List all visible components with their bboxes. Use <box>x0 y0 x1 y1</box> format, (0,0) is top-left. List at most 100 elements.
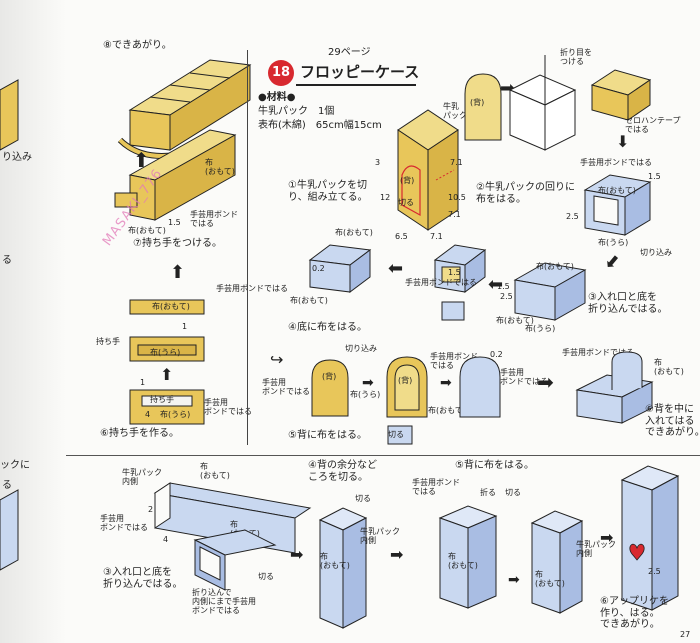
bottom-step3-label: ③入れ口と底を 折り込んではる。 <box>103 567 183 590</box>
dim-10-5: 10.5 <box>448 193 466 202</box>
handle-piece-illustration <box>129 389 205 425</box>
back-label-2: (背) <box>470 98 485 107</box>
bottom-step4-label: ④背の余分など ころを切る。 <box>308 460 377 483</box>
cut-piece-illustration <box>441 301 465 321</box>
bottom-step6-label: ⑥アップリケを 作り、はる。 できあがり。 <box>600 596 669 630</box>
fabric-omote-label-2: 布(おもて) <box>128 226 166 235</box>
box-tape-illustration <box>590 69 652 121</box>
fabric-omote-b5: 布 (おもて) <box>535 570 565 589</box>
fabric-omote-label-top5: 布(おもて) <box>290 296 328 305</box>
carton-back-folded-illustration <box>530 510 584 614</box>
back-fabric-illustration <box>386 356 428 418</box>
project-number-badge: 18 <box>268 60 294 86</box>
dim-3: 3 <box>375 158 381 167</box>
fabric-omote-label-1: 布 (おもて) <box>205 158 235 177</box>
dim-02b: 0.2 <box>490 350 503 359</box>
milk-inner-b2: 牛乳パック 内側 <box>360 527 400 546</box>
step8-label: ⑧できあがり。 <box>103 40 172 51</box>
dim-6-5: 6.5 <box>395 232 408 241</box>
back-label-1: (背) <box>400 176 415 185</box>
carton-fold-illustration <box>508 55 577 151</box>
material-item-2: 表布(木綿) 65cm幅15cm <box>258 120 382 131</box>
fold-line-label: 折り目を つける <box>560 48 592 67</box>
tall-carton-illustration <box>318 507 368 629</box>
left-arrow-2: ⬅ <box>388 258 404 279</box>
back-label-4: (背) <box>398 376 413 385</box>
dim-7-1-c: 7.1 <box>430 232 443 241</box>
edge-text-1: り込み <box>2 152 32 163</box>
milk-carton-illustration <box>397 109 459 231</box>
glue-label-f: 手芸用 ボンドではる <box>500 368 548 387</box>
glue-label-3: 手芸用 ボンドではる <box>204 398 252 417</box>
handle-label-2: 持ち手 <box>150 395 174 404</box>
step4-label: ④底に布をはる。 <box>288 322 367 333</box>
dim-15-label: 1.5 <box>168 218 181 227</box>
back-attached-illustration <box>459 356 501 418</box>
dim-4-label: 4 <box>145 410 151 419</box>
dim-25-b: 2.5 <box>648 567 661 576</box>
column-divider <box>247 50 248 445</box>
cut-label-1: 切る <box>398 198 414 207</box>
right-arrow-2: ➡ <box>362 375 374 391</box>
handle-fold-illustration <box>129 336 205 362</box>
cut-in-label: 切り込み <box>640 248 672 257</box>
fold-label: 折る <box>480 488 496 497</box>
dim-4-b: 4 <box>163 535 169 544</box>
fabric-omote-label-top2: 布(おもて) <box>536 262 574 271</box>
milk-inner-label: 牛乳パック 内側 <box>122 468 162 487</box>
step7-label: ⑦持ち手をつける。 <box>133 238 222 249</box>
handle-attach-illustration <box>114 129 237 221</box>
right-arrow-b4: ➡ <box>600 528 614 547</box>
page-reference: 29ページ <box>328 47 371 58</box>
dim-15c: 1.5 <box>448 268 461 277</box>
fabric-omote-b4: 布 (おもて) <box>448 552 478 571</box>
fabric-ura-top3: 布(うら) <box>350 390 381 399</box>
fabric-omote-label-top6: 布(おもて) <box>428 406 466 415</box>
back-label-3: (背) <box>322 372 337 381</box>
cut-label-2: 切る <box>388 430 404 439</box>
finished-tall-case-illustration <box>620 465 680 611</box>
left-arrow-1: ⬅ <box>488 274 504 295</box>
up-arrow-3: ⬆ <box>160 365 174 384</box>
fabric-omote-b3: 布 (おもて) <box>320 552 350 571</box>
fabric-wrap-illustration <box>583 174 652 236</box>
dim-2: 2 <box>148 505 154 514</box>
step6-label: ⑥背を中に 入れてはる できあがり。 <box>645 404 700 438</box>
dim-7-1-b: 7.1 <box>448 210 461 219</box>
bottom-fabric-illustration <box>433 244 487 293</box>
step1-label: ①牛乳パックを切 り、組み立てる。 <box>288 180 368 203</box>
fold-note-label: 折り込んで 内側にまで手芸用 ボンドではる <box>192 588 256 616</box>
tape-label: セロハンテープ ではる <box>625 116 681 135</box>
step3-label: ③入れ口と底を 折り込んではる。 <box>588 292 668 315</box>
curved-arrow-icon: ↪ <box>270 350 284 369</box>
fabric-omote-label-3: 布(おもて) <box>152 302 190 311</box>
fabric-ura-top2: 布(うら) <box>525 324 556 333</box>
handle-label-1: 持ち手 <box>96 337 120 346</box>
step2-label: ②牛乳パックの回りに 布をはる。 <box>476 182 575 205</box>
edge-pack-illustration <box>0 489 19 571</box>
milk-inner-b3: 牛乳パック 内側 <box>576 540 616 559</box>
fold-in-carton-illustration <box>193 529 277 591</box>
milk-pack-label: 牛乳 パック <box>443 102 467 121</box>
edge-text-2: る <box>2 255 12 266</box>
finished-floppy-case-illustration <box>575 351 654 424</box>
material-item-1: 牛乳パック 1個 <box>258 106 335 117</box>
fabric-omote-label-top1: 布(おもて) <box>598 186 636 195</box>
finished-organizer-illustration <box>117 59 252 159</box>
fold-in-box-illustration <box>513 262 587 321</box>
fabric-omote-label-top4: 布(おもて) <box>335 228 373 237</box>
glue-b1: 手芸用 ボンドではる <box>100 514 148 533</box>
dim-12: 12 <box>380 193 391 202</box>
dim-25b: 2.5 <box>500 292 513 301</box>
bottom-step5-label: ⑤背に布をはる。 <box>455 460 534 471</box>
handle-strip-illustration <box>129 299 205 315</box>
down-arrow-1: ⬇ <box>616 132 630 151</box>
finished-box-illustration <box>308 244 372 293</box>
fabric-ura-label-2: 布(うら) <box>160 410 191 419</box>
cut-b1: 切る <box>258 572 274 581</box>
section-divider <box>66 455 700 456</box>
edge-text-4: る <box>2 480 12 491</box>
down-left-arrow: ⬇ <box>599 249 625 276</box>
page-number: 27 <box>680 630 691 639</box>
cut-in-label-2: 切り込み <box>345 344 377 353</box>
